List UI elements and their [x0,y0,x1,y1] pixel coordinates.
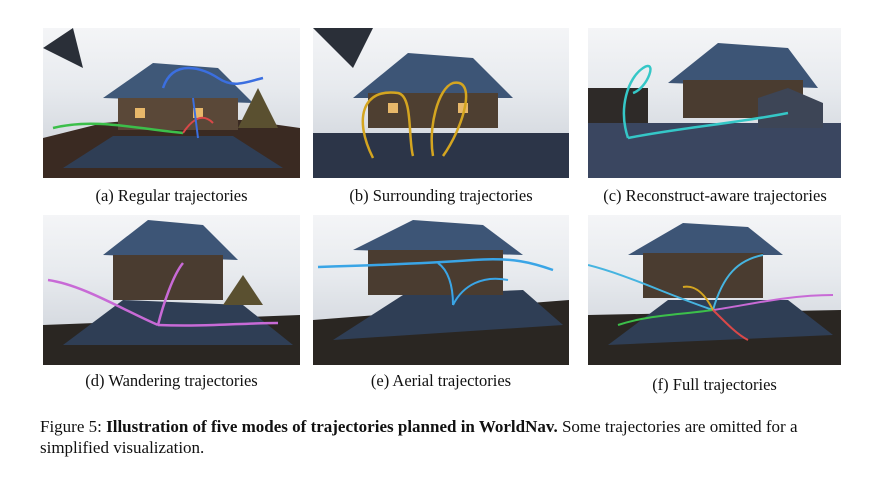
scene-image-full [588,215,841,365]
caption-bold-title: Illustration of five modes of trajectori… [106,417,558,436]
panel-label-b: (b) Surrounding trajectories [349,186,533,205]
caption-prefix: Figure 5: [40,417,107,436]
scene-image-regular [43,28,300,178]
panel-label-a: (a) Regular trajectories [95,186,248,205]
panel-label-f: (f) Full trajectories [652,375,777,394]
scene-image-aerial [313,215,569,365]
panel-label-c: (c) Reconstruct-aware trajectories [603,186,827,205]
figure-caption: Figure 5: Illustration of five modes of … [40,416,852,458]
scene-image-wandering [43,215,300,365]
caption-rest: Some trajectories are omitted for a simp… [40,417,798,457]
panel-label-e: (e) Aerial trajectories [370,371,512,390]
scene-image-reconstruct-aware [588,28,841,178]
scene-image-surrounding [313,28,569,178]
panel-label-d: (d) Wandering trajectories [85,371,258,390]
